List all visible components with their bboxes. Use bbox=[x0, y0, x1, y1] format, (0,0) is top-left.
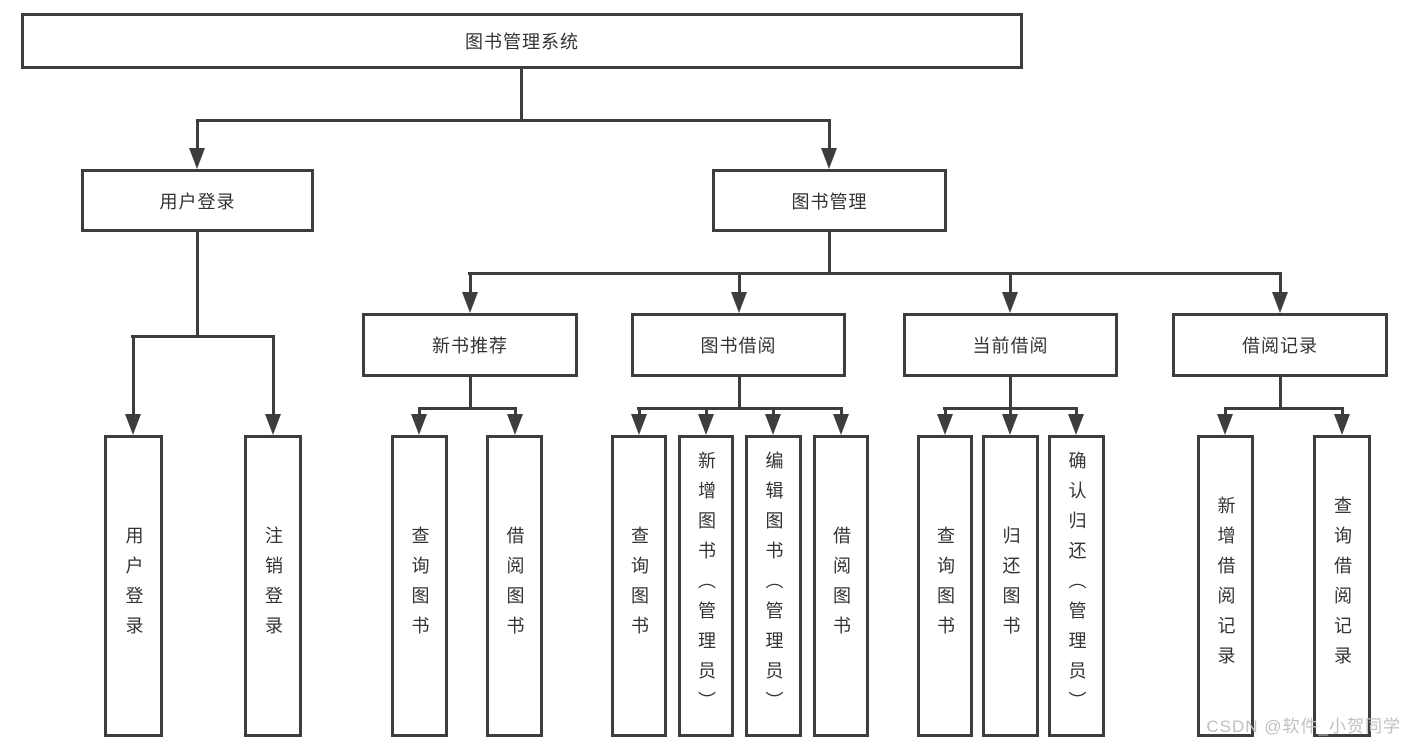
arrowhead-icon bbox=[1002, 292, 1018, 313]
connector-line bbox=[771, 407, 775, 415]
arrowhead-icon bbox=[507, 414, 523, 435]
leaf-bb-query-books-label: 查询图书 bbox=[629, 526, 649, 646]
arrowhead-icon bbox=[125, 414, 141, 435]
connector-line bbox=[468, 272, 472, 293]
leaf-bb-borrow-books-label: 借阅图书 bbox=[831, 526, 851, 646]
leaf-user-login-label: 用户登录 bbox=[123, 526, 144, 646]
arrowhead-icon bbox=[462, 292, 478, 313]
node-new-book-recommend: 新书推荐 bbox=[362, 313, 578, 377]
arrowhead-icon bbox=[1272, 292, 1288, 313]
arrowhead-icon bbox=[731, 292, 747, 313]
leaf-bb-borrow-books: 借阅图书 bbox=[813, 435, 869, 737]
leaf-nb-query-books: 查询图书 bbox=[391, 435, 448, 737]
connector-line bbox=[1008, 407, 1012, 415]
arrowhead-icon bbox=[265, 414, 281, 435]
node-book-borrow: 图书借阅 bbox=[631, 313, 846, 377]
connector-line bbox=[1340, 407, 1344, 415]
arrowhead-icon bbox=[411, 414, 427, 435]
leaf-cb-query-books-label: 查询图书 bbox=[935, 526, 955, 646]
arrowhead-icon bbox=[1002, 414, 1018, 435]
leaf-br-add-record-label: 新增借阅记录 bbox=[1215, 496, 1236, 676]
connector-line bbox=[1278, 377, 1282, 410]
leaf-bb-edit-books-label: 编辑图书（管理员） bbox=[763, 451, 784, 721]
arrowhead-icon bbox=[821, 148, 837, 169]
connector-line bbox=[839, 407, 843, 415]
leaf-br-add-record: 新增借阅记录 bbox=[1197, 435, 1254, 737]
connector-line bbox=[131, 335, 275, 338]
leaf-cb-confirm-return-label: 确认归还（管理员） bbox=[1066, 451, 1087, 721]
leaf-nb-query-books-label: 查询图书 bbox=[409, 526, 430, 646]
connector-line bbox=[196, 119, 831, 122]
leaf-br-query-record-label: 查询借阅记录 bbox=[1332, 496, 1352, 676]
node-user-login: 用户登录 bbox=[81, 169, 314, 232]
node-root: 图书管理系统 bbox=[21, 13, 1023, 69]
connector-line bbox=[637, 407, 641, 415]
connector-line bbox=[704, 407, 708, 415]
connector-line bbox=[1074, 407, 1078, 415]
connector-line bbox=[827, 232, 831, 275]
leaf-logout: 注销登录 bbox=[244, 435, 302, 737]
connector-line bbox=[131, 335, 135, 415]
node-borrow-records: 借阅记录 bbox=[1172, 313, 1388, 377]
arrowhead-icon bbox=[1217, 414, 1233, 435]
arrowhead-icon bbox=[1068, 414, 1084, 435]
leaf-nb-borrow-books: 借阅图书 bbox=[486, 435, 543, 737]
arrowhead-icon bbox=[189, 148, 205, 169]
connector-line bbox=[1223, 407, 1227, 415]
leaf-nb-borrow-books-label: 借阅图书 bbox=[504, 526, 525, 646]
connector-line bbox=[195, 119, 199, 149]
connector-line bbox=[1224, 407, 1344, 410]
connector-line bbox=[418, 407, 517, 410]
arrowhead-icon bbox=[698, 414, 714, 435]
leaf-bb-add-books: 新增图书（管理员） bbox=[678, 435, 734, 737]
connector-line bbox=[827, 119, 831, 149]
leaf-cb-confirm-return: 确认归还（管理员） bbox=[1048, 435, 1105, 737]
connector-line bbox=[195, 232, 199, 338]
leaf-bb-query-books: 查询图书 bbox=[611, 435, 667, 737]
connector-line bbox=[468, 377, 472, 410]
connector-line bbox=[737, 377, 741, 410]
leaf-user-login: 用户登录 bbox=[104, 435, 163, 737]
arrowhead-icon bbox=[937, 414, 953, 435]
arrowhead-icon bbox=[833, 414, 849, 435]
connector-line bbox=[737, 272, 741, 293]
leaf-br-query-record: 查询借阅记录 bbox=[1313, 435, 1371, 737]
arrowhead-icon bbox=[765, 414, 781, 435]
leaf-cb-return-books: 归还图书 bbox=[982, 435, 1039, 737]
leaf-cb-query-books: 查询图书 bbox=[917, 435, 973, 737]
connector-line bbox=[943, 407, 947, 415]
connector-line bbox=[271, 335, 275, 415]
arrowhead-icon bbox=[1334, 414, 1350, 435]
connector-line bbox=[1008, 377, 1012, 410]
connector-line bbox=[519, 69, 523, 121]
connector-line bbox=[1008, 272, 1012, 293]
leaf-logout-label: 注销登录 bbox=[263, 526, 283, 646]
connector-line bbox=[513, 407, 517, 415]
connector-line bbox=[637, 407, 843, 410]
connector-line bbox=[1278, 272, 1282, 293]
node-book-management: 图书管理 bbox=[712, 169, 947, 232]
connector-line bbox=[417, 407, 421, 415]
connector-line bbox=[468, 272, 1282, 275]
leaf-bb-add-books-label: 新增图书（管理员） bbox=[696, 451, 716, 721]
node-current-borrow: 当前借阅 bbox=[903, 313, 1118, 377]
leaf-cb-return-books-label: 归还图书 bbox=[1000, 526, 1021, 646]
arrowhead-icon bbox=[631, 414, 647, 435]
leaf-bb-edit-books: 编辑图书（管理员） bbox=[745, 435, 802, 737]
